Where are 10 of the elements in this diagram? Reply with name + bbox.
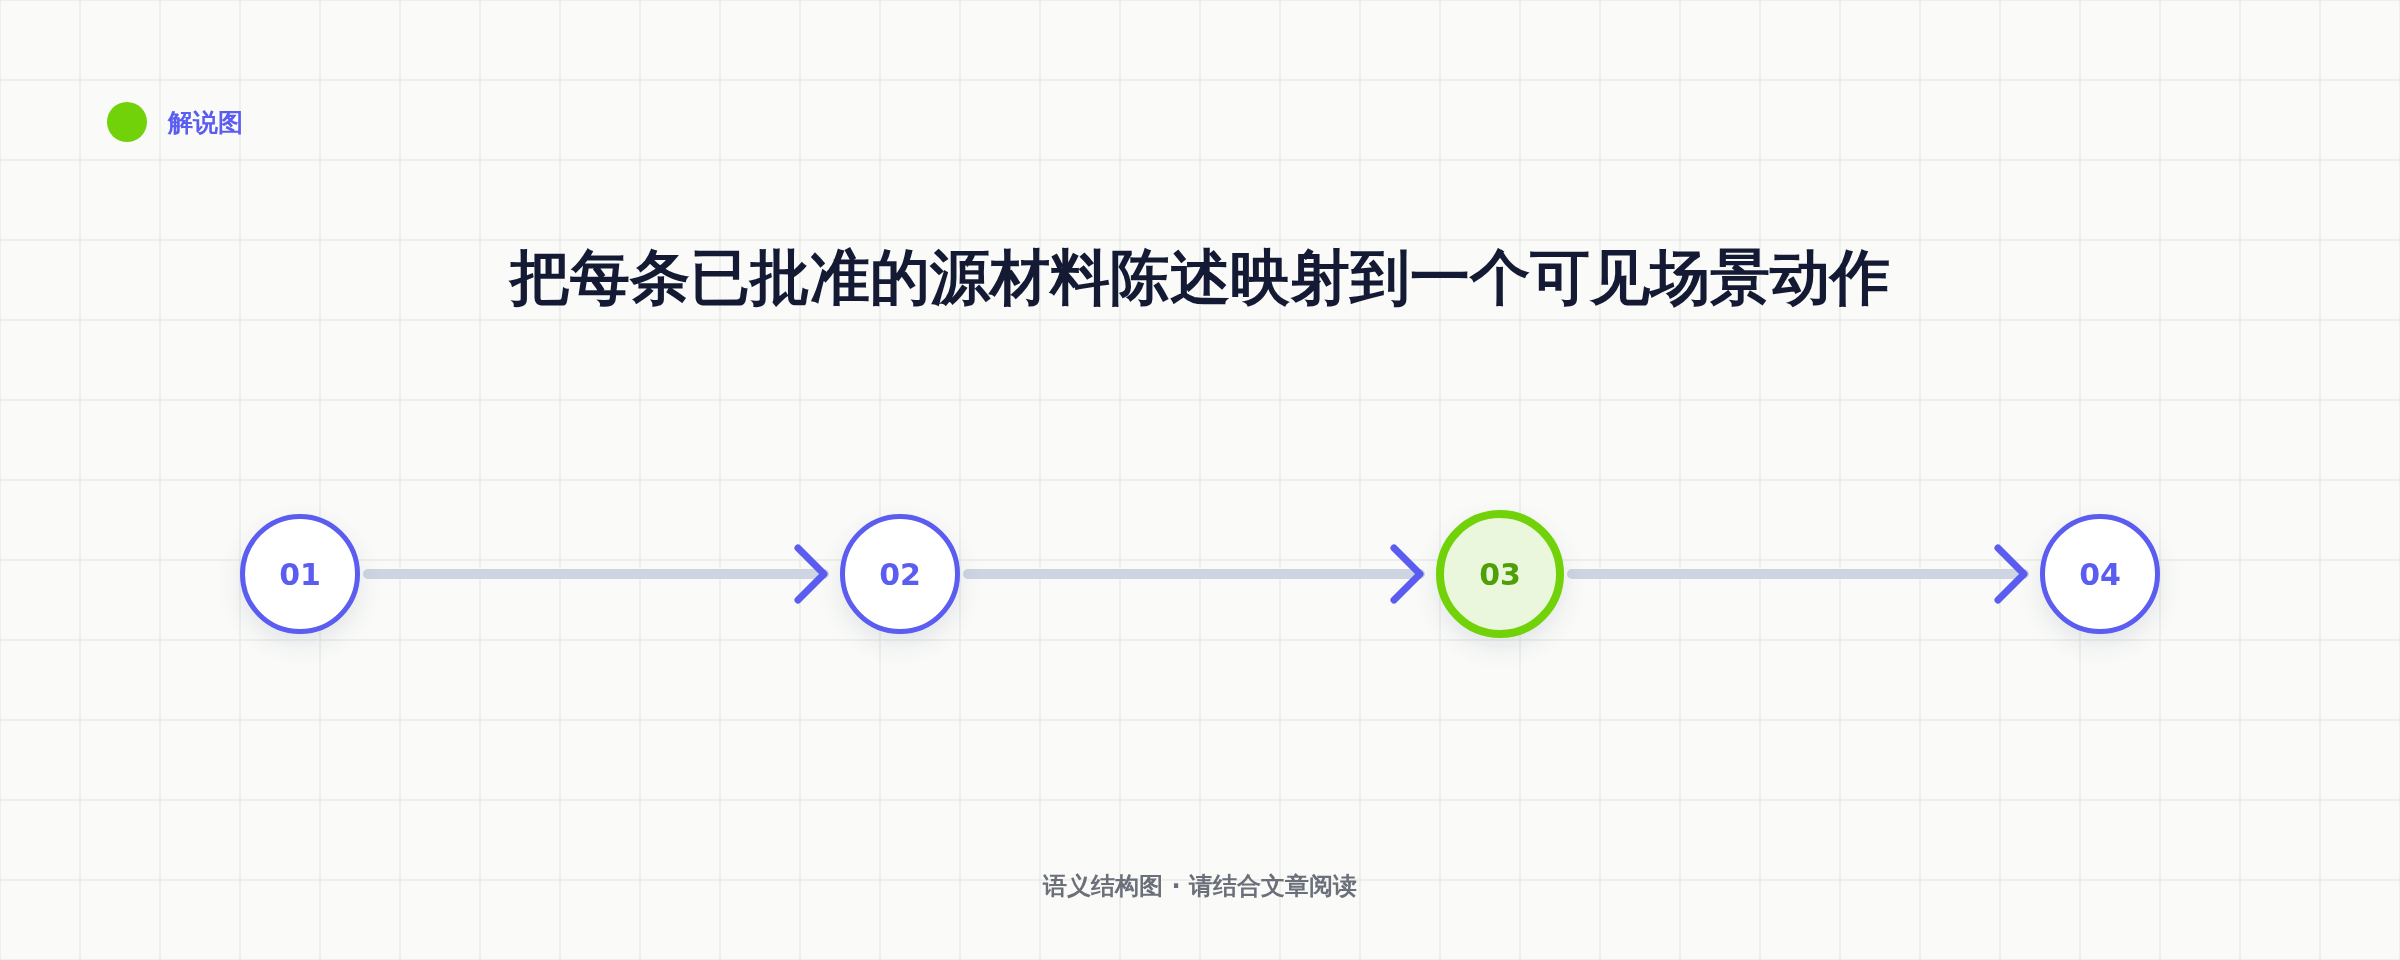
step-circle: 03 (1436, 510, 1564, 638)
step-circle: 02 (840, 514, 960, 634)
arrow (1567, 544, 2029, 604)
arrow (363, 544, 829, 604)
arrow (963, 544, 1425, 604)
title: 把每条已批准的源材料陈述映射到一个可见场景动作 (507, 241, 1891, 314)
caption: 语义结构图 · 请结合文章阅读 (1041, 871, 1358, 902)
header-label: 解说图 (168, 107, 243, 139)
step-circle: 01 (240, 514, 360, 634)
step-circle: 04 (2040, 514, 2160, 634)
